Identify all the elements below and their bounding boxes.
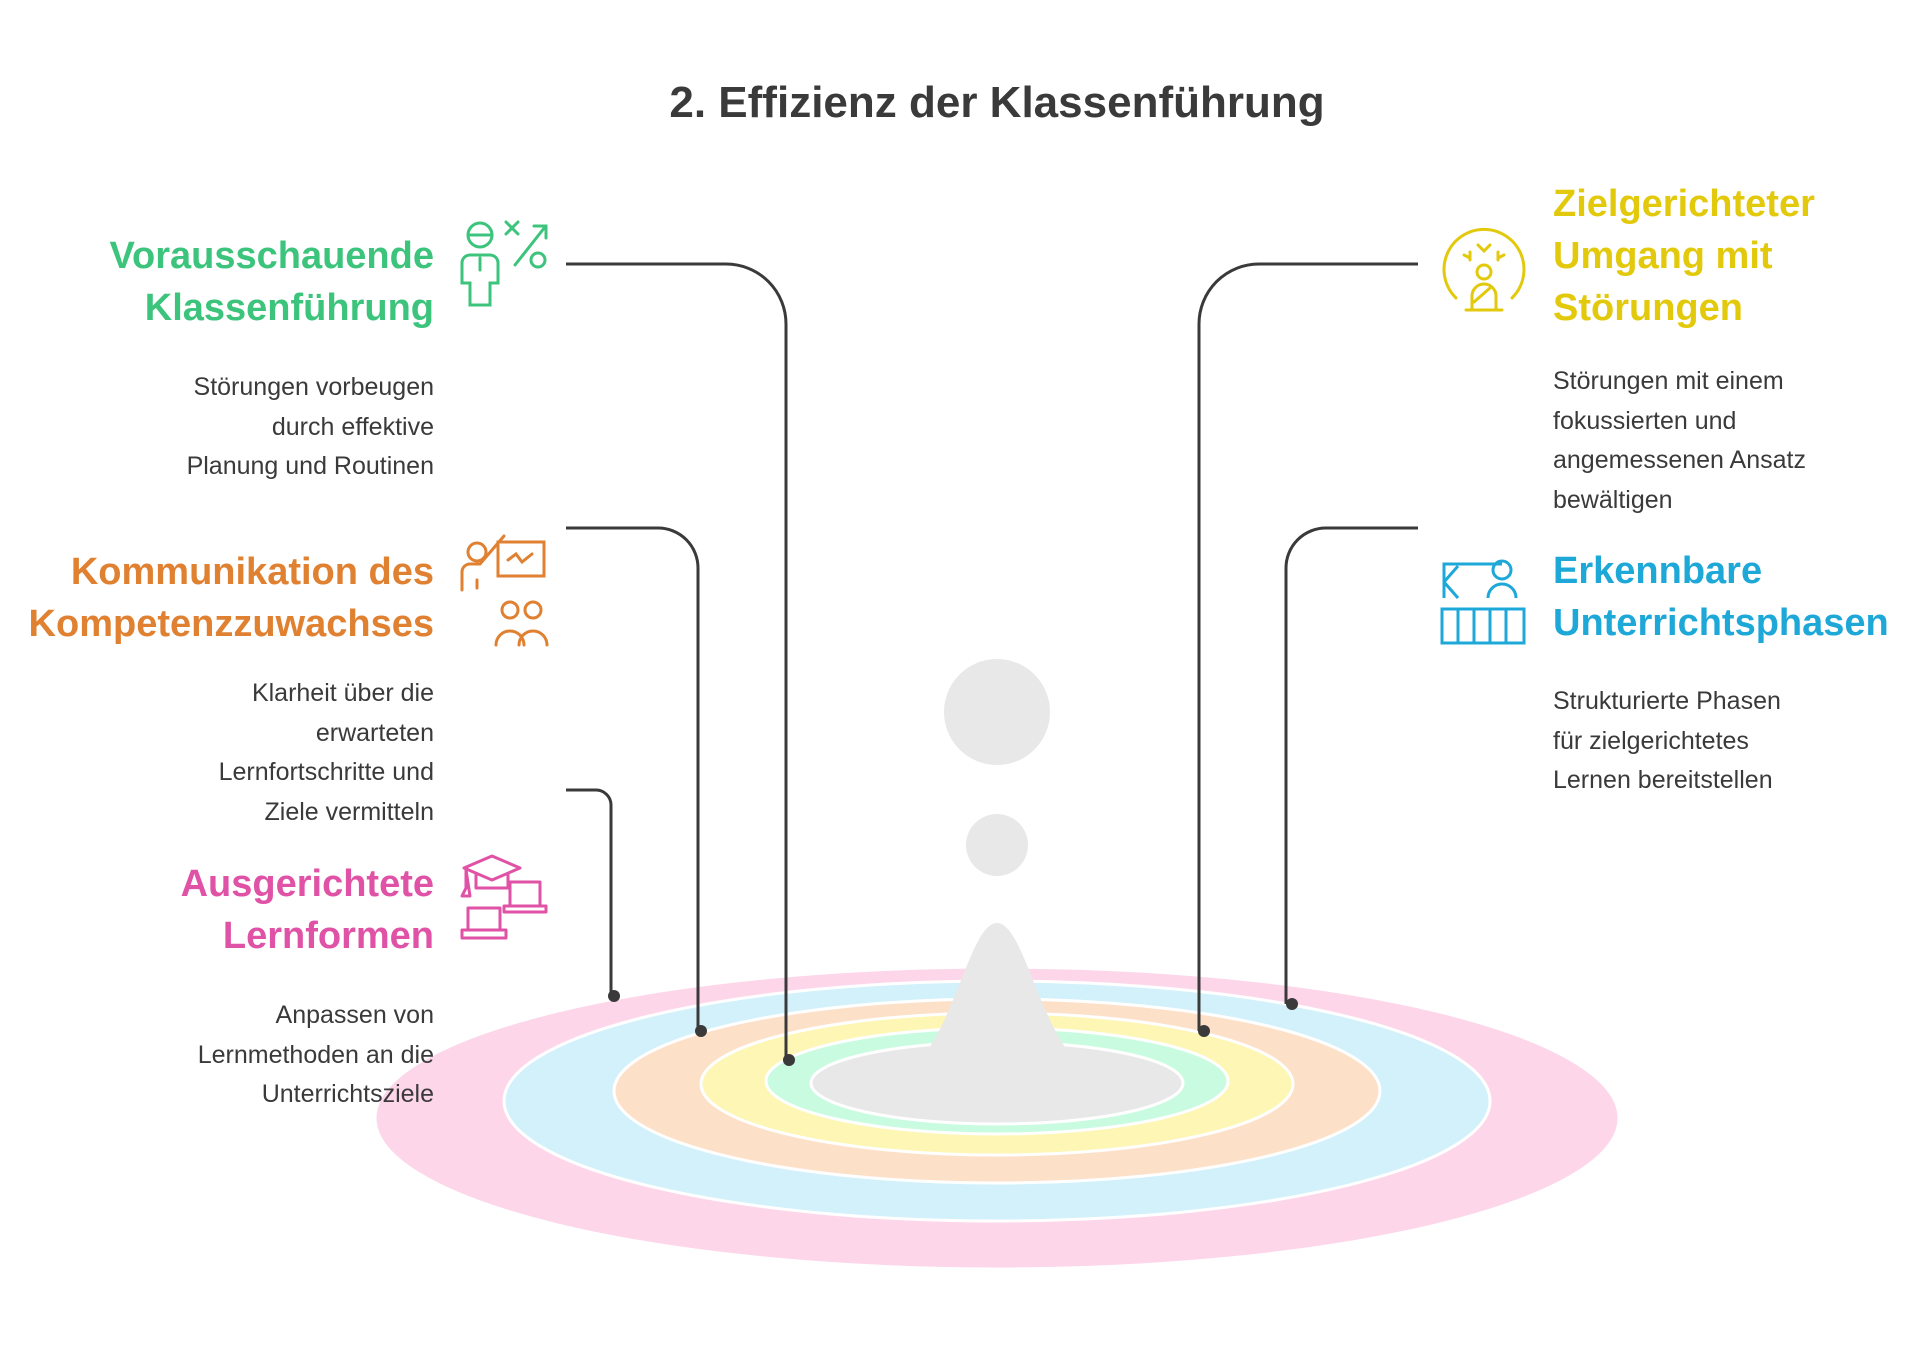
description-line: durch effektive (271, 412, 434, 441)
heading-line: Klassenführung (144, 287, 434, 329)
description-line: bewältigen (1553, 485, 1673, 514)
heading-line: Umgang mit (1553, 235, 1773, 277)
heading-line: Kommunikation des (70, 551, 434, 593)
dot-3 (608, 990, 620, 1002)
dot-1 (783, 1054, 795, 1066)
teacher-strategy-icon (460, 220, 548, 307)
graduation-laptop-icon (460, 854, 548, 940)
heading-line: Kompetenzzuwachses (28, 603, 434, 645)
dot-5 (1286, 998, 1298, 1010)
focused-person-icon (1442, 227, 1526, 312)
connector-2 (566, 526, 700, 1031)
heading-line: Zielgerichteter (1553, 183, 1815, 225)
connector-5 (1284, 526, 1418, 1004)
page-title: 2. Effizienz der Klassenführung (669, 78, 1325, 127)
description-line: für zielgerichtetes (1553, 726, 1749, 755)
connector-3 (566, 788, 613, 996)
heading-line: Lernformen (222, 915, 434, 957)
heading-line: Erkennbare (1553, 550, 1763, 592)
classroom-phases-icon (1440, 559, 1526, 645)
heading-line: Störungen (1553, 287, 1743, 329)
water-splash (883, 923, 1113, 1083)
dot-2 (695, 1025, 707, 1037)
description-4: Störungen mit einem fokussierten und angem… (1553, 362, 1806, 520)
description-line: erwarteten (315, 718, 434, 747)
description-line: Klarheit über die (251, 679, 434, 707)
heading-line: Vorausschauende (109, 235, 434, 277)
description-line: Ziele vermitteln (264, 797, 435, 826)
presentation-icon (460, 534, 549, 647)
droplet-small (966, 814, 1028, 876)
description-line: Lernen bereitstellen (1553, 766, 1773, 794)
connector-4 (1197, 262, 1418, 1031)
description-line: angemessenen Ansatz (1553, 446, 1806, 474)
dot-4 (1198, 1025, 1210, 1037)
description-line: fokussierten und (1553, 406, 1737, 435)
description-line: Anpassen von (275, 1001, 434, 1029)
description-line: Planung und Routinen (186, 452, 434, 480)
description-line: Störungen mit einem (1553, 367, 1784, 395)
heading-line: Ausgerichtete (180, 863, 434, 905)
droplet-large (944, 659, 1050, 765)
connector-1 (566, 262, 788, 1060)
description-line: Unterrichtsziele (261, 1080, 434, 1108)
description-line: Strukturierte Phasen (1553, 687, 1781, 715)
heading-line: Unterrichtsphasen (1553, 602, 1889, 644)
description-line: Störungen vorbeugen (193, 373, 434, 401)
description-line: Lernfortschritte und (218, 758, 434, 786)
description-line: Lernmethoden an die (197, 1040, 434, 1069)
